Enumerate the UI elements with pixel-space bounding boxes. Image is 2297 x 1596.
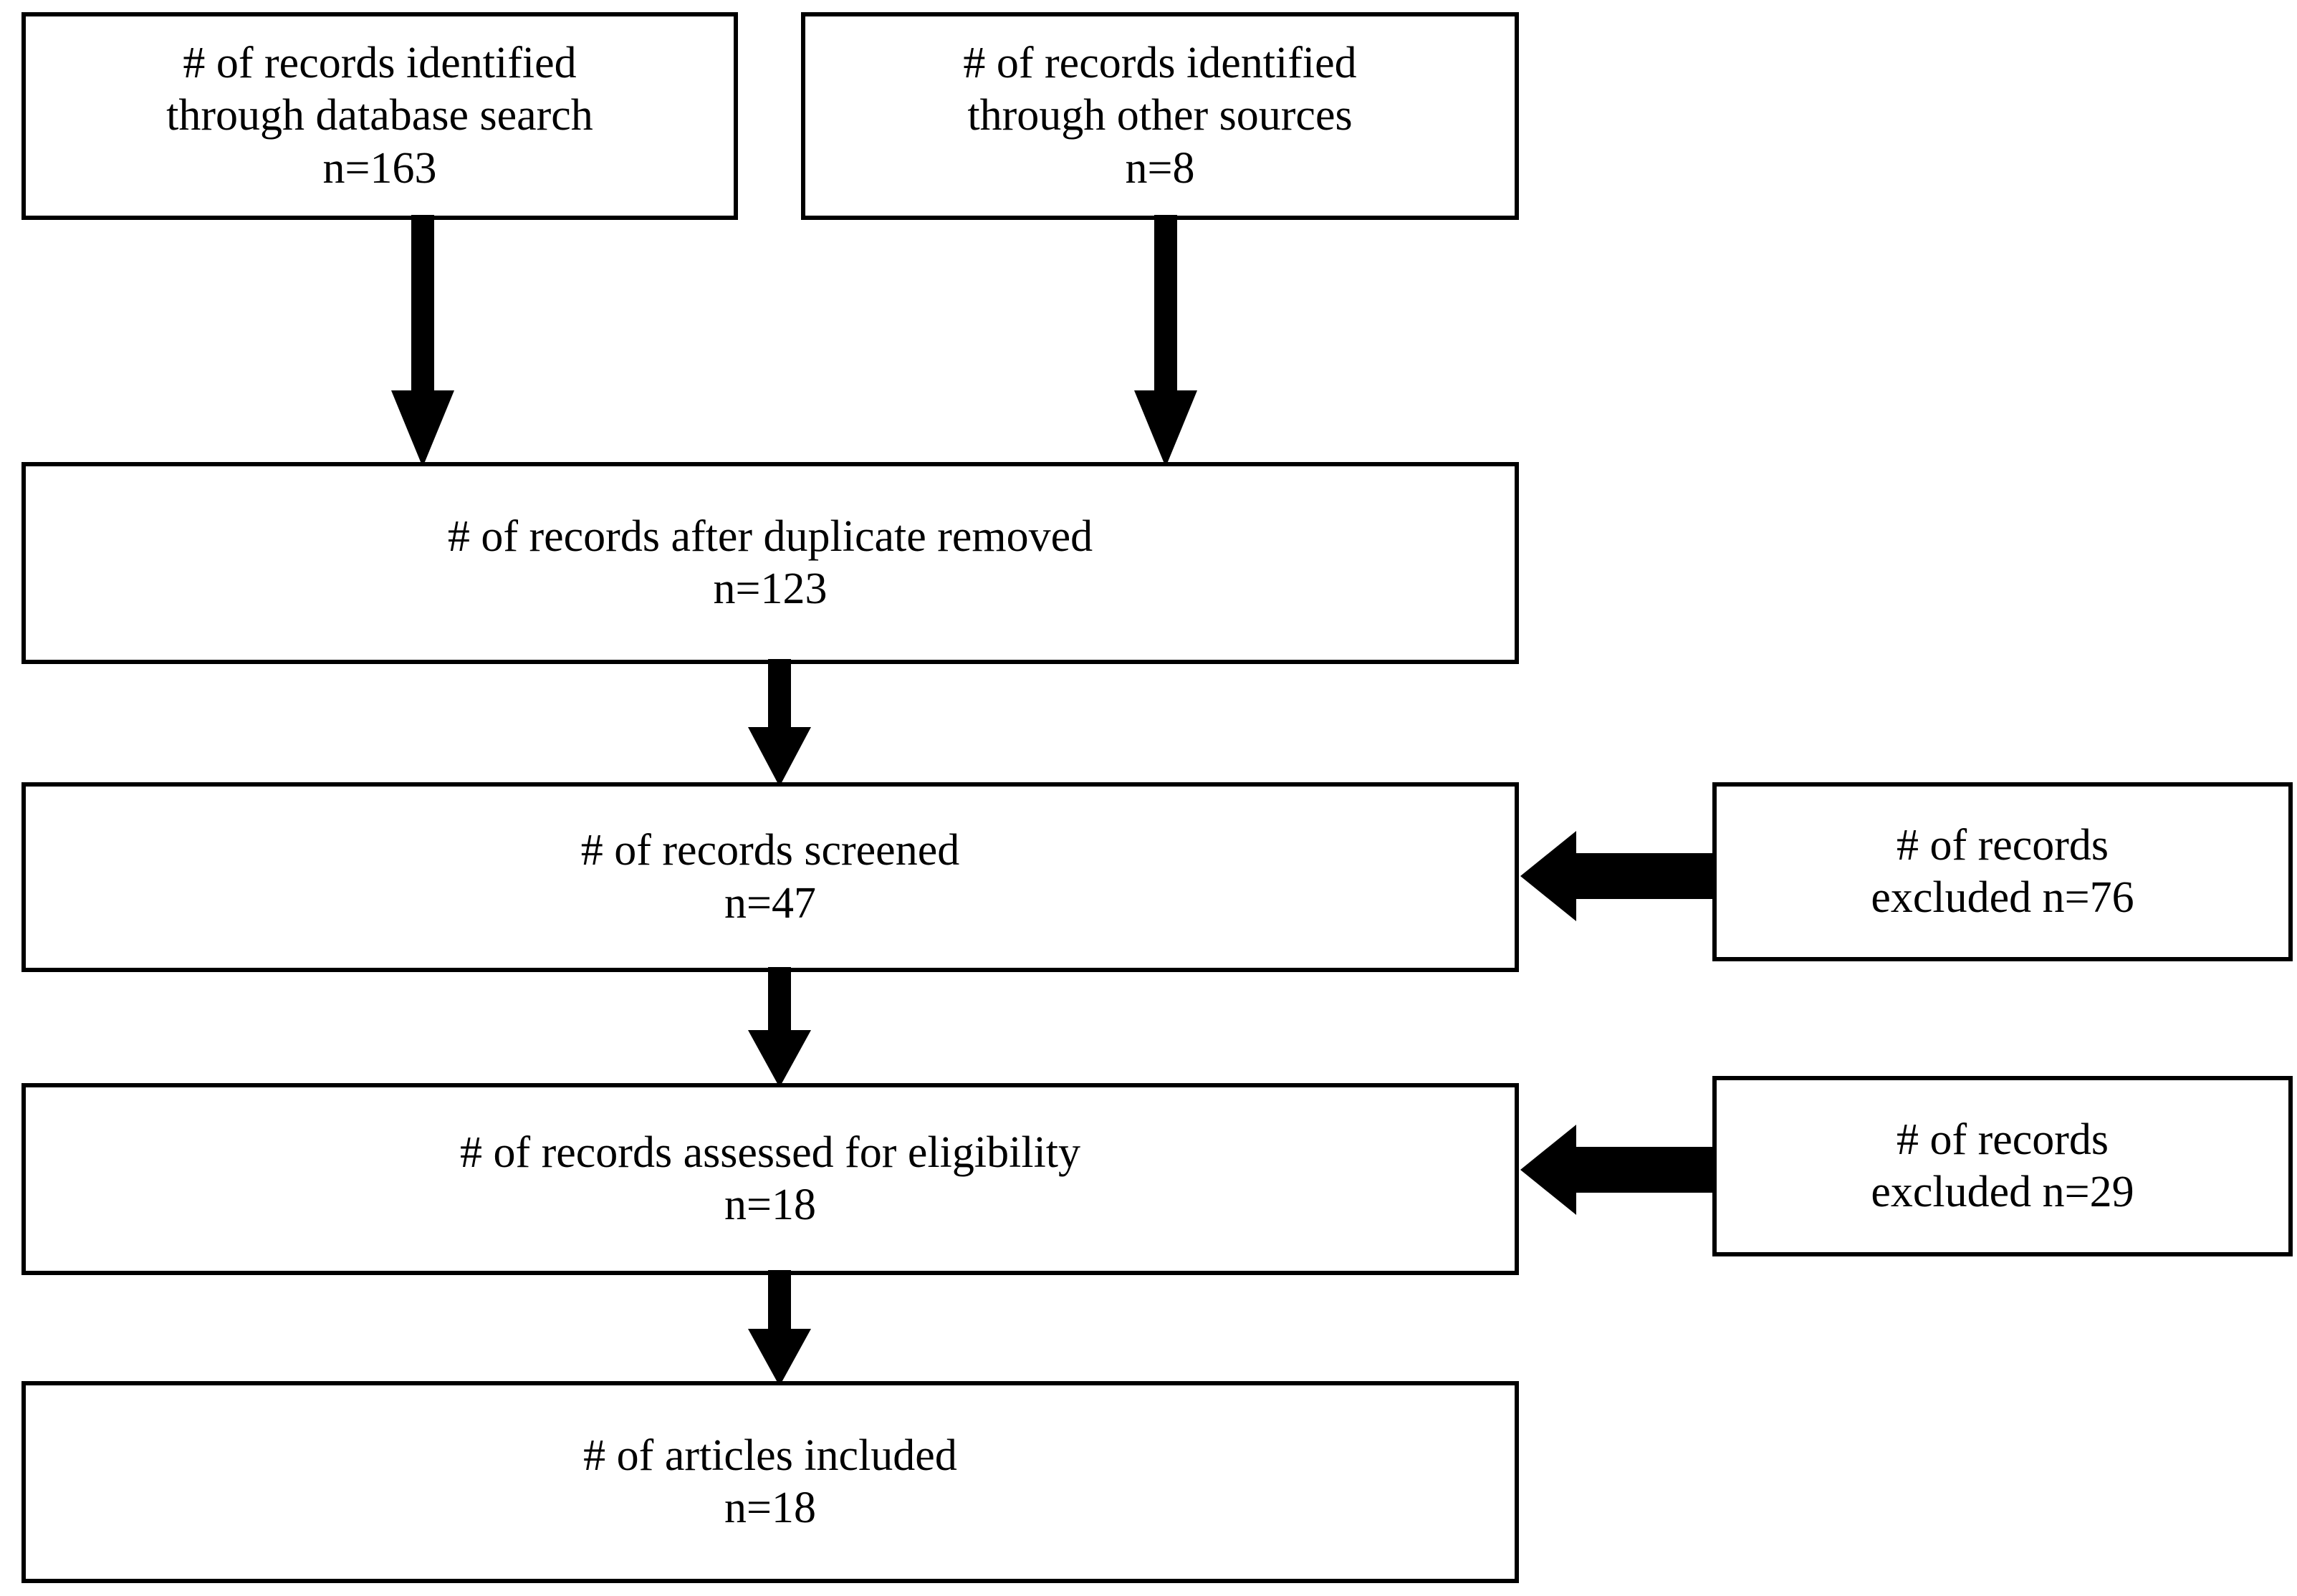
arrow-down-database-to-dedup bbox=[390, 215, 455, 467]
arrow-down-dedup-to-screened bbox=[747, 659, 812, 787]
node-count: n=123 bbox=[713, 564, 828, 613]
node-records-excluded-screening: # of records excluded n=76 bbox=[1712, 782, 2293, 961]
node-count: n=18 bbox=[724, 1484, 816, 1532]
node-count: n=18 bbox=[724, 1181, 816, 1229]
node-records-identified-database: # of records identified through database… bbox=[21, 12, 738, 220]
arrow-down-other-sources-to-dedup bbox=[1133, 215, 1198, 467]
node-line-1: # of records bbox=[1896, 1115, 2109, 1164]
node-count: excluded n=76 bbox=[1871, 873, 2134, 922]
node-line-1: # of records identified bbox=[963, 39, 1357, 88]
node-count: n=8 bbox=[1125, 143, 1195, 193]
node-count: excluded n=29 bbox=[1871, 1168, 2134, 1216]
arrow-down-screened-to-eligibility bbox=[747, 967, 812, 1087]
node-line-1: # of records assessed for eligibility bbox=[459, 1128, 1081, 1177]
node-line-1: # of records identified bbox=[183, 39, 577, 88]
node-line-1: # of records screened bbox=[580, 826, 960, 875]
node-records-identified-other-sources: # of records identified through other so… bbox=[801, 12, 1519, 220]
arrow-down-eligibility-to-included bbox=[747, 1270, 812, 1386]
node-articles-included: # of articles included n=18 bbox=[21, 1381, 1519, 1583]
arrow-left-excluded76-to-screened bbox=[1520, 830, 1715, 923]
arrow-left-excluded29-to-eligibility bbox=[1520, 1123, 1715, 1216]
node-line-1: # of articles included bbox=[583, 1431, 957, 1480]
node-line-1: # of records bbox=[1896, 820, 2109, 870]
node-line-2: through database search bbox=[166, 91, 593, 140]
node-records-excluded-eligibility: # of records excluded n=29 bbox=[1712, 1076, 2293, 1256]
node-line-1: # of records after duplicate removed bbox=[447, 511, 1093, 561]
node-count: n=47 bbox=[724, 878, 816, 928]
node-records-screened: # of records screened n=47 bbox=[21, 782, 1519, 972]
node-line-2: through other sources bbox=[967, 91, 1353, 140]
node-records-assessed-for-eligibility: # of records assessed for eligibility n=… bbox=[21, 1083, 1519, 1275]
node-records-after-duplicate-removed: # of records after duplicate removed n=1… bbox=[21, 462, 1519, 664]
node-count: n=163 bbox=[322, 143, 437, 193]
